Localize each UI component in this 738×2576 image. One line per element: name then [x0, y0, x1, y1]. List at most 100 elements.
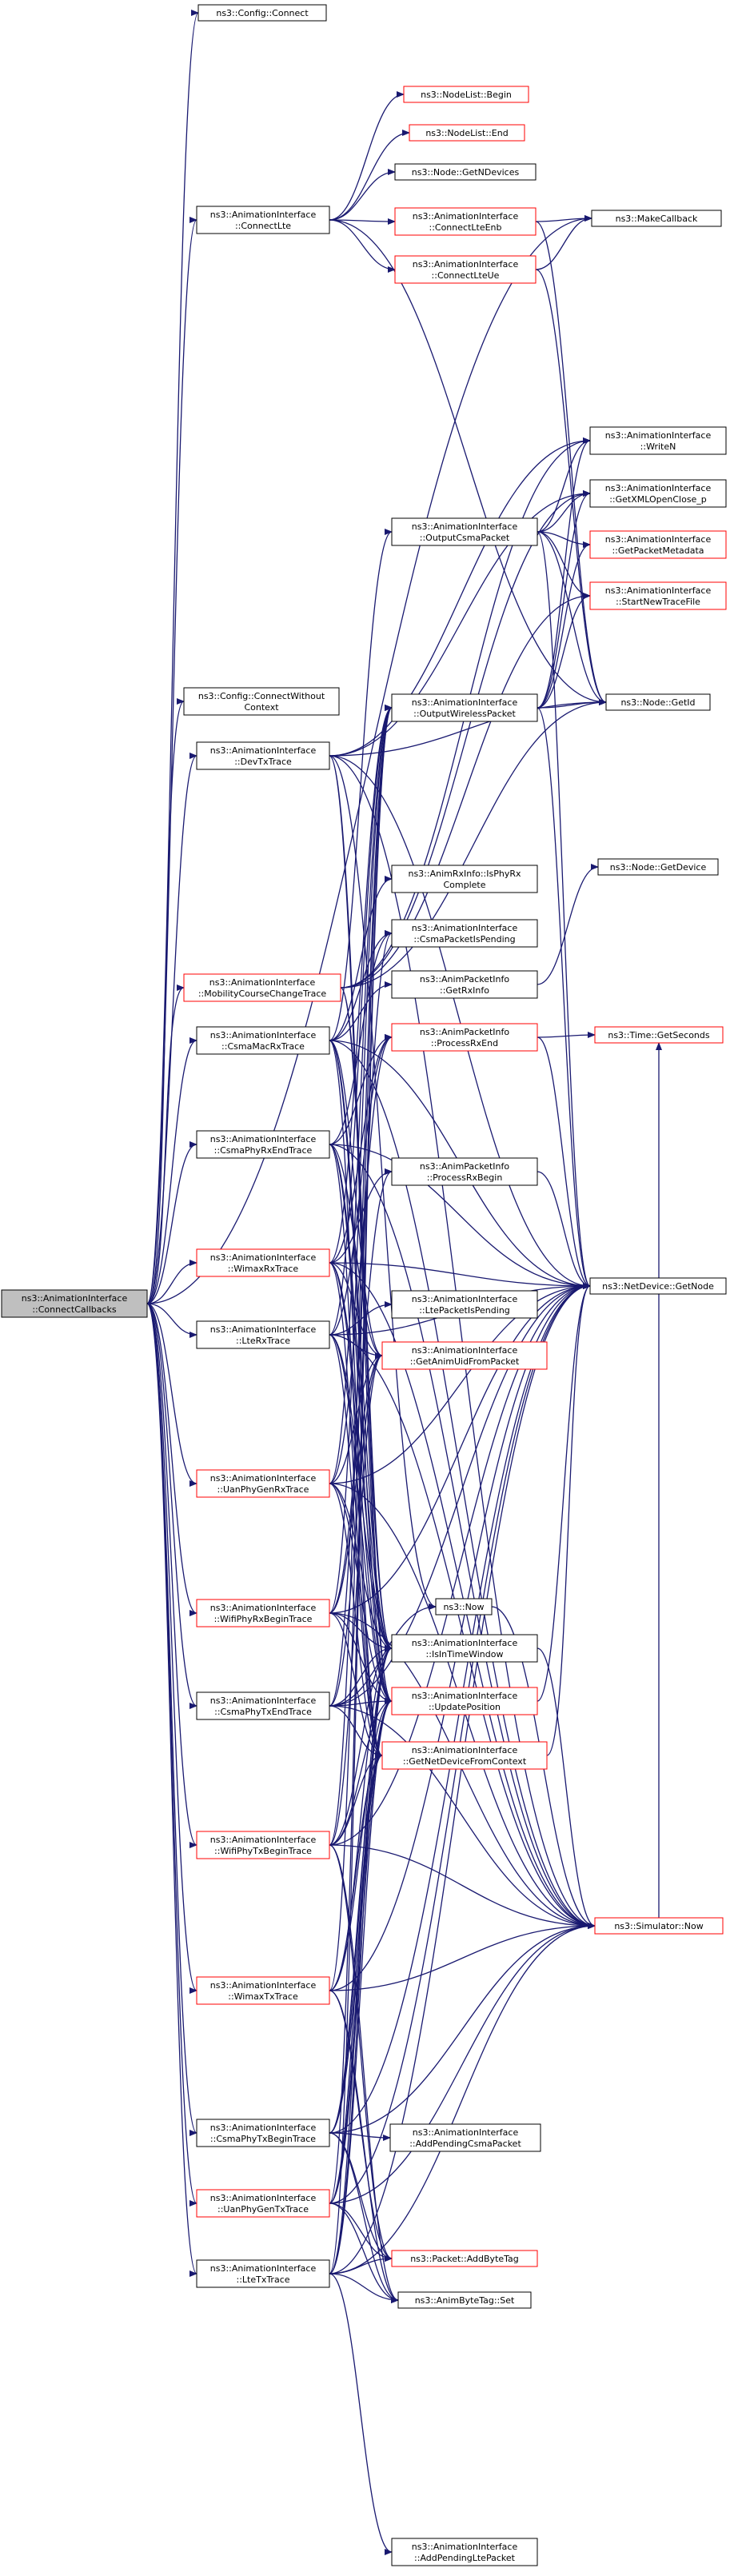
function-node-csma-phy-tx-end[interactable]: ns3::AnimationInterface::CsmaPhyTxEndTra…	[196, 1691, 330, 1720]
function-node-node-getid[interactable]: ns3::Node::GetId	[605, 693, 711, 711]
call-edge	[329, 699, 607, 757]
node-box	[381, 1341, 548, 1370]
call-edge	[329, 1752, 383, 1846]
function-node-get-rx-info[interactable]: ns3::AnimPacketInfo::GetRxInfo	[391, 970, 538, 999]
call-edge	[329, 1040, 393, 1704]
function-node-csma-pending[interactable]: ns3::AnimationInterface::CsmaPacketIsPen…	[391, 919, 538, 948]
node-label: Complete	[443, 880, 485, 890]
function-node-netdev-getnode[interactable]: ns3::NetDevice::GetNode	[589, 1277, 727, 1295]
call-edge	[537, 541, 591, 709]
function-node-add-pending-csma[interactable]: ns3::AnimationInterface::AddPendingCsmaP…	[389, 2123, 541, 2152]
node-label: ::StartNewTraceFile	[616, 597, 700, 607]
call-edge	[329, 1352, 383, 1846]
node-label: ns3::Time::GetSeconds	[608, 1030, 710, 1040]
function-node-lte-rx[interactable]: ns3::AnimationInterface::LteRxTrace	[196, 1320, 330, 1349]
node-box	[196, 1691, 330, 1720]
function-node-cfg-connect[interactable]: ns3::Config::Connect	[197, 4, 327, 22]
function-node-connect-lte-enb[interactable]: ns3::AnimationInterface::ConnectLteEnb	[394, 207, 537, 236]
call-edge	[329, 705, 393, 1264]
function-node-connect-lte-ue[interactable]: ns3::AnimationInterface::ConnectLteUe	[394, 255, 537, 284]
function-node-time-seconds[interactable]: ns3::Time::GetSeconds	[594, 1026, 724, 1044]
function-node-csma-phy-rx-end[interactable]: ns3::AnimationInterface::CsmaPhyRxEndTra…	[196, 1130, 330, 1159]
node-label: ns3::AnimationInterface	[210, 210, 317, 220]
function-node-write-n[interactable]: ns3::AnimationInterface::WriteN	[589, 426, 727, 455]
function-node-dev-tx[interactable]: ns3::AnimationInterface::DevTxTrace	[196, 741, 330, 770]
call-edge	[329, 91, 405, 221]
function-node-get-anim-uid[interactable]: ns3::AnimationInterface::GetAnimUidFromP…	[381, 1341, 548, 1370]
node-label: ns3::AnimationInterface	[605, 430, 712, 441]
node-label: ns3::Node::GetId	[620, 697, 695, 708]
function-node-wifi-tx[interactable]: ns3::AnimationInterface::WifiPhyTxBeginT…	[196, 1831, 330, 1859]
node-box	[1, 1289, 148, 1318]
call-edge	[329, 1144, 591, 1289]
node-box	[391, 1023, 538, 1052]
node-label: ::IsInTimeWindow	[426, 1649, 504, 1659]
call-edge	[329, 705, 393, 1846]
node-label: ::ProcessRxEnd	[431, 1038, 498, 1048]
function-node-csma-mac-rx[interactable]: ns3::AnimationInterface::CsmaMacRxTrace	[196, 1026, 330, 1055]
function-node-output-wireless[interactable]: ns3::AnimationInterface::OutputWirelessP…	[391, 693, 538, 722]
node-label: ns3::AnimationInterface	[210, 1252, 317, 1263]
function-node-lte-pending[interactable]: ns3::AnimationInterface::LtePacketIsPend…	[391, 1290, 538, 1319]
function-node-packet-metadata[interactable]: ns3::AnimationInterface::GetPacketMetada…	[589, 530, 727, 559]
node-box	[409, 124, 525, 142]
node-box	[391, 1290, 538, 1319]
call-edge	[329, 1612, 393, 1651]
node-label: ::UanPhyGenTxTrace	[217, 2204, 309, 2215]
function-node-nodelist-begin[interactable]: ns3::NodeList::Begin	[403, 86, 529, 103]
function-node-lte-tx[interactable]: ns3::AnimationInterface::LteTxTrace	[196, 2259, 330, 2288]
call-edge	[329, 755, 437, 1610]
function-node-nodelist-end[interactable]: ns3::NodeList::End	[409, 124, 525, 142]
node-label: ::ConnectLteEnb	[429, 222, 501, 233]
function-node-mobility[interactable]: ns3::AnimationInterface::MobilityCourseC…	[183, 973, 341, 1002]
node-box	[196, 1976, 330, 2005]
node-box	[196, 1248, 330, 1277]
node-label: ::DevTxTrace	[234, 757, 292, 767]
function-node-animbytetag-set[interactable]: ns3::AnimByteTag::Set	[397, 2291, 532, 2309]
call-edge	[340, 490, 591, 988]
function-node-wimax-tx[interactable]: ns3::AnimationInterface::WimaxTxTrace	[196, 1976, 330, 2005]
function-node-xml-open-close[interactable]: ns3::AnimationInterface::GetXMLOpenClose…	[589, 479, 727, 508]
node-label: ::GetPacketMetadata	[612, 545, 704, 556]
function-node-connect-lte[interactable]: ns3::AnimationInterface::ConnectLte	[196, 206, 330, 234]
function-node-add-byte-tag[interactable]: ns3::Packet::AddByteTag	[391, 2250, 538, 2267]
function-node-now[interactable]: ns3::Now	[435, 1598, 493, 1615]
call-edge	[546, 1283, 591, 1756]
call-edge	[146, 1141, 197, 1304]
call-edge	[329, 705, 393, 1484]
call-edge	[146, 1303, 197, 1709]
function-node-process-rx-begin[interactable]: ns3::AnimPacketInfo::ProcessRxBegin	[391, 1157, 538, 1186]
function-node-sim-now[interactable]: ns3::Simulator::Now	[594, 1917, 724, 1935]
function-node-csma-phy-tx-begin[interactable]: ns3::AnimationInterface::CsmaPhyTxBeginT…	[196, 2119, 330, 2147]
node-box	[391, 970, 538, 999]
function-node-node-getdevice[interactable]: ns3::Node::GetDevice	[597, 858, 719, 876]
function-node-make-callback[interactable]: ns3::MakeCallback	[591, 210, 722, 227]
node-label: ns3::Simulator::Now	[614, 1921, 703, 1931]
function-node-get-ndevices[interactable]: ns3::Node::GetNDevices	[394, 163, 537, 181]
function-node-wimax-rx[interactable]: ns3::AnimationInterface::WimaxRxTrace	[196, 1248, 330, 1277]
node-box	[589, 479, 727, 508]
function-node-add-pending-lte[interactable]: ns3::AnimationInterface::AddPendingLtePa…	[391, 2538, 538, 2566]
call-edge	[537, 490, 591, 533]
node-box	[605, 693, 711, 711]
call-edge	[329, 1705, 596, 1929]
function-node-process-rx-end[interactable]: ns3::AnimPacketInfo::ProcessRxEnd	[391, 1023, 538, 1052]
node-label: ::AddPendingLtePacket	[414, 2553, 516, 2563]
call-edge	[146, 1260, 197, 1304]
function-node-uan-tx[interactable]: ns3::AnimationInterface::UanPhyGenTxTrac…	[196, 2189, 330, 2218]
function-node-new-trace-file[interactable]: ns3::AnimationInterface::StartNewTraceFi…	[589, 581, 727, 610]
function-node-wifi-rx[interactable]: ns3::AnimationInterface::WifiPhyRxBeginT…	[196, 1599, 330, 1627]
node-box	[394, 163, 537, 181]
function-node-in-time-window[interactable]: ns3::AnimationInterface::IsInTimeWindow	[391, 1634, 538, 1663]
function-node-output-csma[interactable]: ns3::AnimationInterface::OutputCsmaPacke…	[391, 517, 538, 546]
call-edge	[537, 531, 591, 1289]
node-label: ::CsmaPacketIsPending	[413, 934, 515, 945]
node-label: ns3::AnimationInterface	[413, 211, 519, 222]
function-node-update-position[interactable]: ns3::AnimationInterface::UpdatePosition	[391, 1687, 538, 1715]
function-node-get-netdev-ctx[interactable]: ns3::AnimationInterface::GetNetDeviceFro…	[381, 1741, 548, 1770]
function-node-root[interactable]: ns3::AnimationInterface::ConnectCallback…	[1, 1289, 148, 1318]
node-label: ns3::Config::Connect	[216, 8, 309, 18]
function-node-uan-rx[interactable]: ns3::AnimationInterface::UanPhyGenRxTrac…	[196, 1469, 330, 1498]
